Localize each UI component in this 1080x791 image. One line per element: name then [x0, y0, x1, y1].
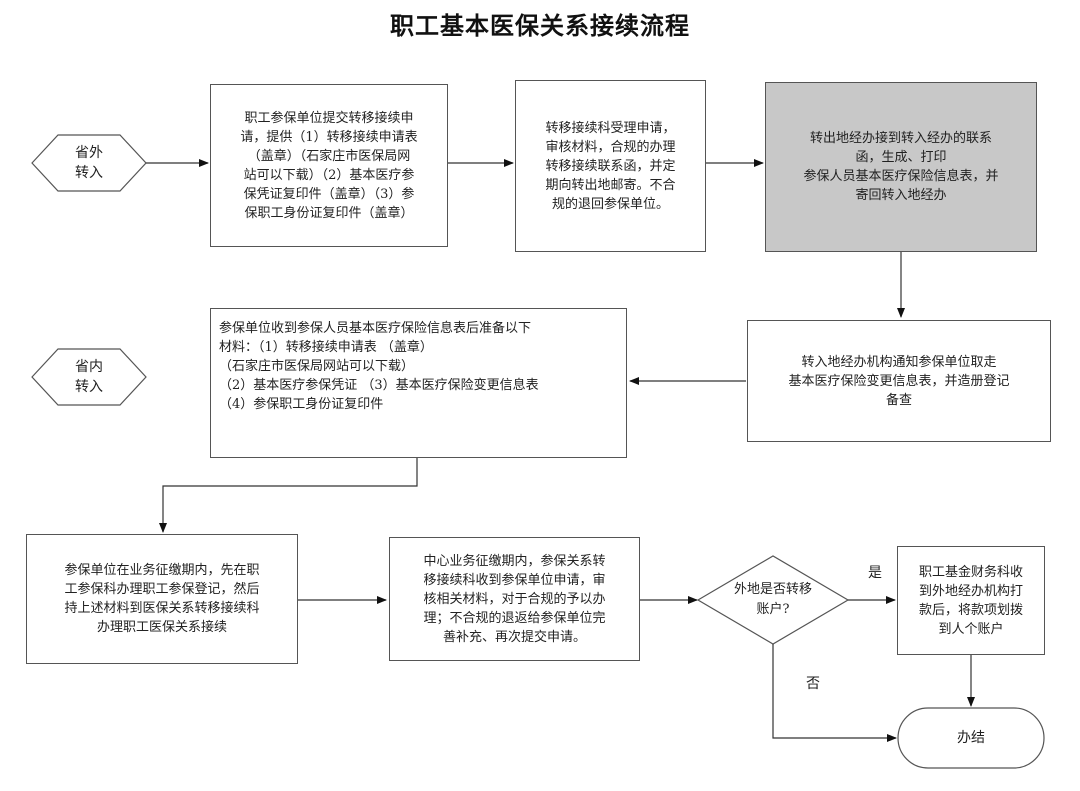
yes-label: 是 [868, 565, 882, 581]
end-terminal [897, 707, 1045, 769]
notify-unit-box: 转入地经办机构通知参保单位取走 基本医疗保险变更信息表，并造册登记 备查 [747, 320, 1051, 442]
in-province-terminal [31, 348, 147, 406]
review-box: 中心业务征缴期内，参保关系转 移接续科收到参保单位申请，审 核相关材料，对于合规… [389, 537, 640, 661]
register-box: 参保单位在业务征缴期内，先在职 工参保科办理职工参保登记，然后 持上述材料到医保… [26, 534, 298, 664]
submit-application-box: 职工参保单位提交转移接续申 请，提供（1）转移接续申请表 （盖章）（石家庄市医保… [210, 84, 448, 247]
transfer-out-office-box: 转出地经办接到转入经办的联系 函，生成、打印 参保人员基本医疗保险信息表，并 寄… [765, 82, 1037, 252]
finance-box: 职工基金财务科收 到外地经办机构打 款后，将款项划拨 到人个账户 [897, 546, 1045, 655]
page-title: 职工基本医保关系接续流程 [390, 11, 690, 40]
in-province-label: 省内 转入 [75, 359, 103, 395]
prepare-materials-box: 参保单位收到参保人员基本医疗保险信息表后准备以下 材料：（1）转移接续申请表 （… [210, 308, 627, 458]
accept-application-box: 转移接续科受理申请， 审核材料，合规的办理 转移接续联系函，并定 期向转出地邮寄… [515, 80, 706, 252]
end-label: 办结 [957, 730, 985, 746]
out-province-label: 省外 转入 [75, 145, 103, 181]
decision-label: 外地是否转移 账户? [733, 582, 812, 617]
no-label: 否 [806, 676, 820, 692]
